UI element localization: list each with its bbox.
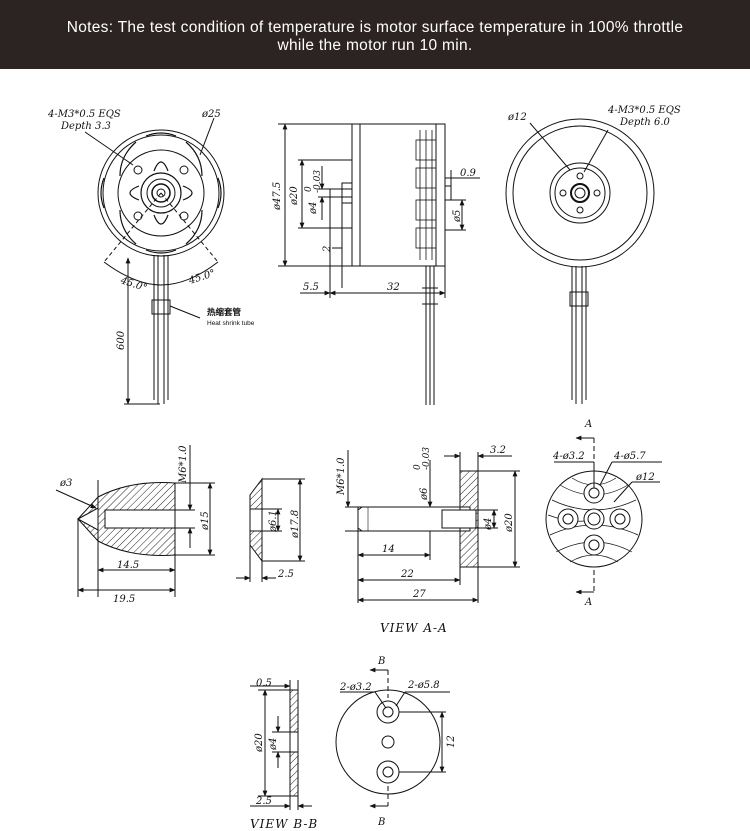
notes-line-2: while the motor run 10 min. <box>277 37 473 54</box>
view-aa-hole-large <box>583 534 605 556</box>
adapter-flange-dia: ø20 <box>504 513 515 533</box>
view-aa-holes-large: 4-ø5.7 <box>613 451 646 462</box>
heat-shrink-label-cn: 热缩套管 <box>207 307 242 317</box>
view-bb-hole-small <box>382 766 394 778</box>
side-shaft-tol-upper: 0 <box>304 186 314 192</box>
front-hole-depth: Depth 3.3 <box>60 121 111 132</box>
plate-thickness-top: 0.5 <box>256 678 272 689</box>
view-aa-mark-top: A <box>584 419 592 430</box>
rear-hub <box>549 162 611 224</box>
front-spokes <box>100 132 222 254</box>
adapter-shaft-tol-lower: -0.03 <box>422 447 432 470</box>
front-lead-wires <box>151 255 171 404</box>
side-shaft-dia: ø4 <box>308 202 319 215</box>
plate-dia: ø20 <box>254 733 265 753</box>
adapter-bore-dia: ø4 <box>483 518 494 531</box>
rear-view <box>505 118 655 404</box>
view-bb-hole-small <box>382 706 394 718</box>
view-bb-mark-top: B <box>377 656 385 667</box>
view-aa-hole-large <box>609 508 631 530</box>
side-shaft-length: 5.5 <box>303 282 319 293</box>
prop-nut-outer-dia: ø15 <box>200 511 211 531</box>
rear-mount-hole <box>559 189 567 197</box>
rear-mount-hole <box>593 189 601 197</box>
front-hole-callout: 4-M3*0.5 EQS <box>47 109 121 120</box>
heat-shrink-label-en: Heat shrink tube <box>207 320 255 327</box>
rear-hole-callout: 4-M3*0.5 EQS <box>607 105 681 116</box>
adapter-shaft-tol-upper: 0 <box>413 464 423 470</box>
side-gap-label: 0.9 <box>460 168 477 179</box>
front-angle-right: 45.0° <box>187 268 217 287</box>
side-body-length: 32 <box>387 282 400 293</box>
side-motor-body <box>351 123 446 267</box>
view-aa-pcd: ø12 <box>635 472 655 483</box>
side-stator-dia: ø20 <box>289 186 300 206</box>
view-bb-center-bore <box>381 735 395 749</box>
washer-inner-dia: ø6.1 <box>268 510 279 533</box>
rear-hole-depth: Depth 6.0 <box>619 117 671 128</box>
adapter-flange-section <box>459 470 479 568</box>
notes-banner: Notes: The test condition of temperature… <box>0 0 750 69</box>
adapter-len-total: 27 <box>412 589 426 600</box>
view-aa-label: VIEW A-A <box>380 621 448 635</box>
prop-nut-tip-dia: ø3 <box>59 478 72 489</box>
view-bb-disc <box>335 689 441 795</box>
adapter-shaft-dia: ø6 <box>419 487 430 501</box>
motor-technical-drawing: 4-M3*0.5 EQS Depth 3.3 ø25 45.0° 45.0° 热… <box>47 105 681 831</box>
front-mount-hole <box>179 165 189 175</box>
adapter-len-mid: 22 <box>400 569 414 580</box>
rear-mount-hole <box>576 206 584 214</box>
side-outer-dia: ø47.5 <box>272 182 283 211</box>
side-shaft <box>329 188 353 198</box>
view-aa-center-bore <box>583 508 605 530</box>
view-bb-hole-large <box>376 700 400 724</box>
view-bb-holes-large: 2-ø5.8 <box>407 680 440 691</box>
view-bb-spacing: 12 <box>446 735 457 748</box>
washer-drawing <box>236 477 305 582</box>
lead-length-label: 600 <box>116 330 127 350</box>
plate-bore: ø4 <box>268 738 279 751</box>
adapter-len-thread: 14 <box>382 544 395 555</box>
adapter-thread: M6*1.0 <box>336 457 347 496</box>
prop-nut-length-inner: 14.5 <box>117 560 139 571</box>
rear-mount-hole <box>576 172 584 180</box>
view-aa-mark-bottom: A <box>584 597 592 608</box>
view-bb-drawing <box>335 667 450 809</box>
prop-nut-drawing <box>55 445 215 597</box>
view-bb-hole-large <box>376 760 400 784</box>
front-mount-hole <box>133 211 143 221</box>
rear-pcd-label: ø12 <box>507 112 527 123</box>
front-inner-ring <box>102 134 220 252</box>
prop-nut-length-total: 19.5 <box>113 594 135 605</box>
front-mount-hole <box>179 211 189 221</box>
view-aa-hole-large <box>557 508 579 530</box>
front-mount-hole <box>133 165 143 175</box>
side-shaft-step: 2 <box>322 246 333 253</box>
view-bb-holes-small: 2-ø3.2 <box>339 682 372 693</box>
view-bb-mark-bottom: B <box>377 817 385 828</box>
front-view <box>84 117 225 405</box>
front-pcd-label: ø25 <box>201 109 221 120</box>
rear-outer-ring <box>505 118 655 268</box>
notes-line-1: Notes: The test condition of temperature… <box>66 19 684 36</box>
view-bb-label: VIEW B-B <box>250 817 318 831</box>
prop-nut-thread: M6*1.0 <box>178 445 189 484</box>
plate-side-drawing <box>250 680 312 810</box>
washer-thickness: 2.5 <box>277 569 294 580</box>
adapter-flange-thickness: 3.2 <box>490 445 506 456</box>
view-aa-holes-small: 4-ø3.2 <box>552 451 585 462</box>
plate-thickness: 2.5 <box>255 796 272 807</box>
front-outer-ring <box>97 129 225 257</box>
front-angle-left: 45.0° <box>118 275 148 294</box>
side-base-dia: ø5 <box>452 210 463 223</box>
view-aa-drawing <box>545 435 662 595</box>
side-view <box>278 123 480 405</box>
prop-adapter-drawing <box>345 450 520 603</box>
washer-outer-dia: ø17.8 <box>290 510 301 539</box>
side-shaft-tol-lower: -0.03 <box>313 170 323 193</box>
